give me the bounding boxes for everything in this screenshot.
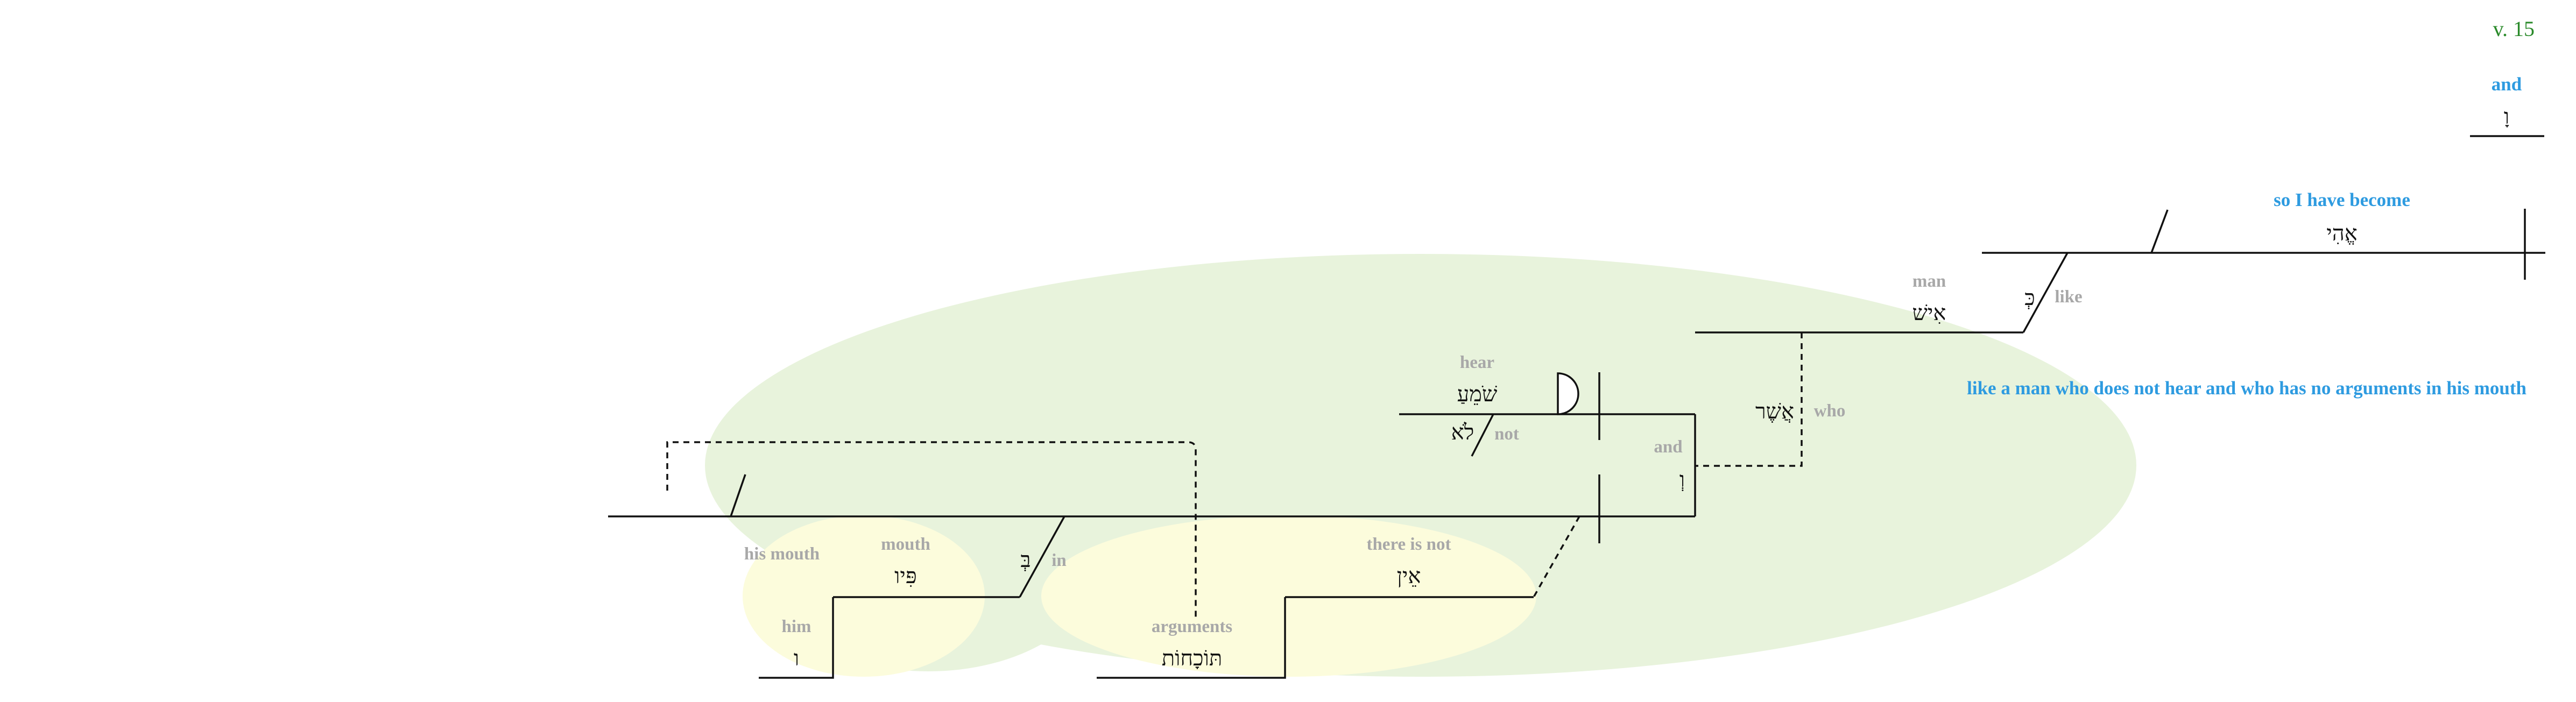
ish-hebrew: אִישׁ	[1912, 301, 1946, 325]
his-mouth-gloss: his mouth	[744, 544, 820, 564]
lo-slant	[1471, 414, 1494, 457]
verse-label: v. 15	[2493, 17, 2535, 41]
lo-hebrew: לֹא	[1451, 420, 1474, 445]
ein-hebrew: אֵין	[1397, 564, 1421, 588]
ein-gloss: there is not	[1366, 535, 1451, 554]
main-complement-marker	[2150, 209, 2169, 253]
and-top-gloss: and	[2492, 74, 2522, 95]
ein-connector	[1533, 516, 1580, 598]
ki-slant	[2022, 252, 2069, 333]
ki-hebrew: כְּ	[2024, 286, 2035, 310]
vav-mid-hebrew: וְ	[1679, 467, 1685, 492]
translation-text: like a man who does not hear and who has…	[1967, 378, 2526, 399]
ehi-hebrew: אֱהִי	[2326, 221, 2358, 246]
shomea-hebrew: שֹׁמֵעַ	[1457, 382, 1498, 407]
ein-clause-region	[1041, 515, 1536, 677]
asher-hebrew: אֲשֶׁר	[1755, 399, 1794, 424]
be-gloss: in	[1051, 551, 1067, 570]
vav-suffix-hebrew: ו	[794, 646, 799, 671]
asher-gloss: who	[1814, 401, 1846, 421]
implied-subject-marker	[1557, 372, 1579, 415]
asher-connector	[1695, 332, 1803, 467]
arguments-step-line	[1097, 597, 1286, 679]
his-mouth-connector	[666, 441, 1197, 620]
tokhachot-gloss: arguments	[1152, 617, 1232, 636]
lower-object-marker	[730, 474, 746, 517]
mouth-phrase-region	[743, 515, 985, 677]
piv-hebrew: פִּיו	[894, 564, 917, 588]
be-slant	[1019, 516, 1065, 598]
and-top-hebrew: וָ	[2504, 104, 2509, 129]
tokhachot-hebrew: תּוֹכָחוֹת	[1162, 646, 1222, 671]
piv-gloss: mouth	[881, 535, 930, 554]
ish-gloss: man	[1912, 272, 1946, 291]
ki-gloss: like	[2055, 287, 2082, 307]
suffix-step-line	[759, 597, 834, 679]
ehi-gloss: so I have become	[2274, 189, 2410, 210]
shomea-gloss: hear	[1460, 353, 1494, 372]
be-hebrew: בְּ	[1020, 548, 1031, 572]
vav-mid-gloss: and	[1654, 437, 1682, 457]
lo-gloss: not	[1494, 424, 1519, 444]
vav-suffix-gloss: him	[781, 617, 811, 636]
